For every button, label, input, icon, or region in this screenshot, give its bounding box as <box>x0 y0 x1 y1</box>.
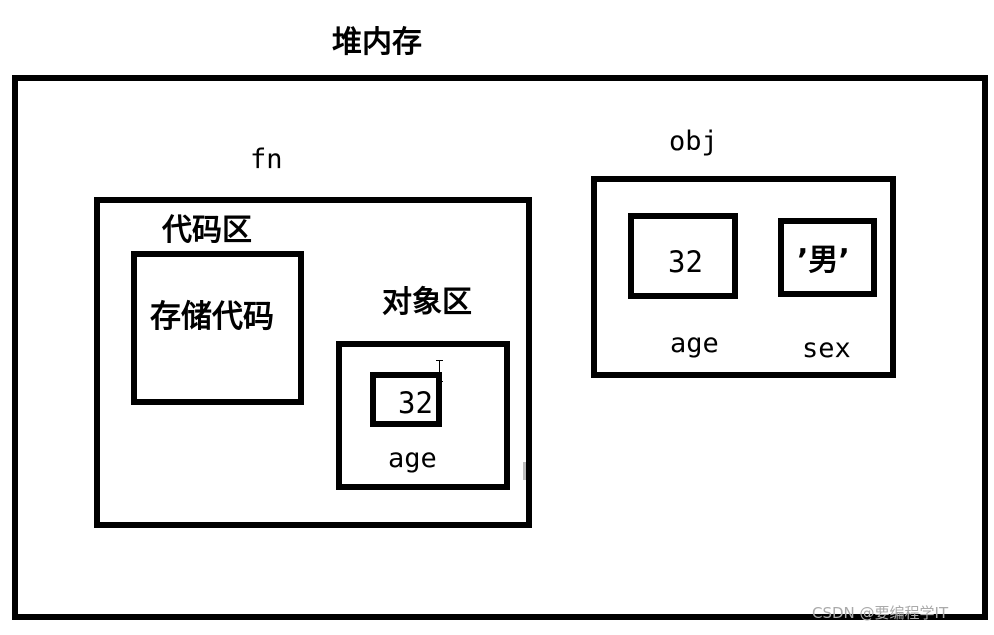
watermark: CSDN @要编程学IT <box>812 604 949 622</box>
heap-memory-box <box>12 75 988 620</box>
obj-box <box>591 176 896 378</box>
obj-sex-value: ’男’ <box>797 243 850 278</box>
stray-mark <box>523 462 526 480</box>
heap-title: 堆内存 <box>332 25 422 60</box>
object-area-label: 对象区 <box>382 285 472 320</box>
obj-label: obj <box>669 126 718 157</box>
obj-sex-box <box>778 218 877 297</box>
text-cursor-icon <box>436 360 443 382</box>
fn-box <box>94 197 532 528</box>
object-area-box <box>336 341 510 490</box>
code-area-label: 代码区 <box>162 213 252 248</box>
fn-age-key: age <box>388 443 437 474</box>
fn-age-value-box <box>370 372 442 427</box>
obj-age-box <box>628 213 738 299</box>
fn-label: fn <box>250 144 283 175</box>
fn-age-value: 32 <box>398 386 433 420</box>
obj-sex-key: sex <box>802 333 851 364</box>
obj-age-value: 32 <box>668 245 703 279</box>
obj-age-key: age <box>670 328 719 359</box>
code-area-content: 存储代码 <box>150 299 274 335</box>
code-area-box <box>131 251 304 405</box>
